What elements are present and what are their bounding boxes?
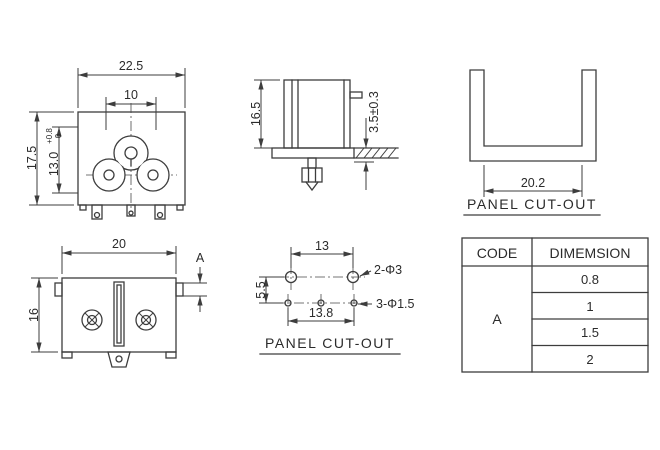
table-code-value: A [492, 311, 502, 327]
right-pin-hole [147, 169, 159, 181]
bottom-width-label: 20 [112, 237, 126, 251]
tab-dimension-label: A [196, 251, 205, 265]
panel-cutout-front: 20.2 PANEL CUT-OUT [463, 69, 601, 216]
front-view-body [77, 103, 186, 212]
bottom-height-label: 16 [27, 308, 41, 322]
front-notch-width-label: 10 [124, 88, 138, 102]
table-header-dimension: DIMEMSION [550, 245, 631, 261]
bottom-view-body [54, 277, 184, 368]
small-holes-callout: 3-Φ1.5 [376, 297, 415, 311]
table-row-value-1: 0.8 [581, 272, 599, 287]
big-hole-left [284, 270, 298, 284]
bottom-view: 20 16 A [27, 237, 207, 368]
panel-hatching [355, 147, 397, 159]
big-hole-right [346, 270, 360, 284]
bottom-center-tab [107, 351, 131, 368]
front-view: 22.5 10 17.5 13.0 +0.8 0 [25, 59, 186, 220]
side-height-label: 16.5 [249, 102, 263, 126]
dimension-table: CODE DIMEMSION A 0.8 1 1.5 2 [461, 237, 649, 373]
table-row-value-3: 1.5 [581, 325, 599, 340]
center-slot [113, 281, 125, 347]
pcb-pin [349, 91, 363, 99]
side-view-dimension-lines [254, 79, 374, 190]
front-height-label: 17.5 [25, 146, 39, 170]
mounting-flange [271, 147, 355, 159]
hole-pattern: 13 5.5 13.8 2-Φ3 3-Φ1.5 PANEL CUT-OUT [254, 239, 415, 355]
cutout-dimension-lines [483, 165, 583, 197]
row-offset-label: 5.5 [254, 281, 268, 298]
cutout-outline [469, 69, 597, 162]
small-hole-center [317, 299, 325, 307]
small-pitch-label: 13.8 [309, 306, 333, 320]
big-pitch-label: 13 [315, 239, 329, 253]
left-screw-boss [81, 309, 103, 331]
table-row-value-2: 1 [586, 299, 593, 314]
front-pitch-tol-plus: +0.8 [45, 128, 54, 144]
right-side-tab [175, 282, 184, 297]
table-header-code: CODE [477, 245, 517, 261]
small-hole-left [284, 299, 292, 307]
panel-thickness-label: 3.5±0.3 [367, 91, 381, 133]
panel-cutout-caption: PANEL CUT-OUT [467, 196, 597, 212]
side-view-body [271, 79, 399, 192]
left-side-tab [54, 282, 63, 297]
left-pin-hole [103, 169, 115, 181]
small-hole-right [350, 299, 358, 307]
front-pitch-label: 13.0 [47, 152, 61, 176]
front-view-solder-lugs [79, 204, 184, 220]
table-row-value-4: 2 [586, 352, 593, 367]
table-grid [461, 237, 649, 373]
mounting-screw [301, 157, 323, 192]
hole-pattern-caption: PANEL CUT-OUT [265, 335, 395, 351]
front-overall-width-label: 22.5 [119, 59, 143, 73]
front-pitch-tol-minus: 0 [54, 133, 63, 138]
side-view: 16.5 3.5±0.3 [249, 79, 399, 192]
hole-pattern-dimension-lines [259, 247, 372, 326]
right-screw-boss [135, 309, 157, 331]
big-holes-callout: 2-Φ3 [374, 263, 402, 277]
cutout-width-label: 20.2 [521, 176, 545, 190]
bottom-view-dimension-lines [31, 246, 207, 353]
